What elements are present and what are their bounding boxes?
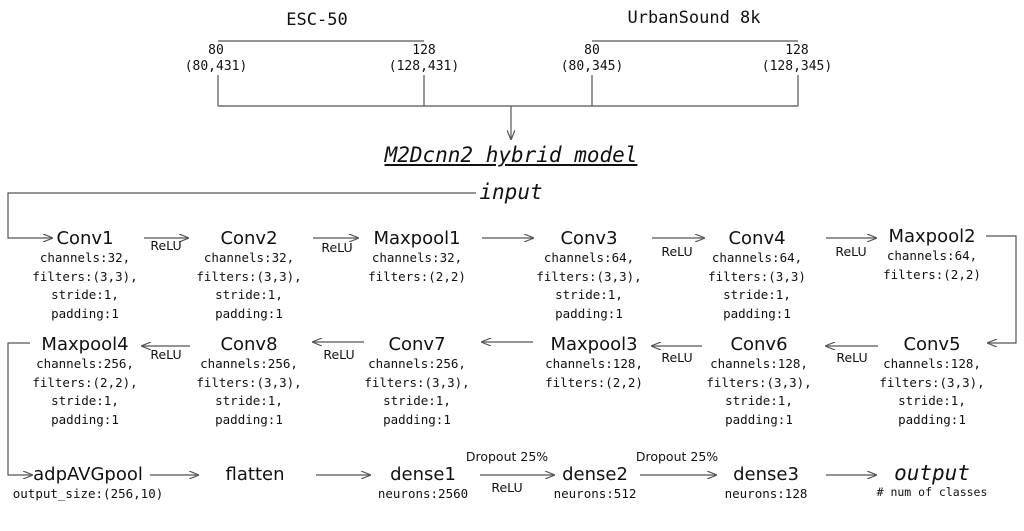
node-maxpool1: Maxpool1 channels:32, filters:(2,2) xyxy=(368,228,466,284)
relu-label-conv8-maxpool4: ReLU xyxy=(150,347,182,362)
esc50-size-128: 128 (128,431) xyxy=(388,43,460,74)
node-conv8: Conv8 channels:256, filters:(3,3), strid… xyxy=(196,334,302,427)
dataset-urbansound-title: UrbanSound 8k xyxy=(627,8,761,28)
node-output: output # num of classes xyxy=(876,461,988,499)
us8k-size-80: 80 (80,345) xyxy=(560,43,624,74)
node-conv6: Conv6 channels:128, filters:(3,3), strid… xyxy=(706,334,812,427)
node-conv4: Conv4 channels:64, filters:(3,3) stride:… xyxy=(708,228,806,321)
esc50-size-80: 80 (80,431) xyxy=(184,43,248,74)
node-adpavgpool: adpAVGpool output_size:(256,10) xyxy=(12,464,164,502)
model-title: M2Dcnn2 hybrid model xyxy=(384,143,638,167)
node-maxpool3: Maxpool3 channels:128, filters:(2,2) xyxy=(545,334,643,390)
node-conv3: Conv3 channels:64, filters:(3,3), stride… xyxy=(536,228,642,321)
node-maxpool4: Maxpool4 channels:256, filters:(2,2), st… xyxy=(32,334,138,427)
dropout-label-dense1-dense2: Dropout 25% xyxy=(465,449,549,464)
relu-label-conv5-conv6: ReLU xyxy=(836,350,868,365)
node-dense3: dense3 neurons:128 xyxy=(724,464,808,502)
node-dense1: dense1 neurons:2560 xyxy=(377,464,469,502)
relu-label-conv6-maxpool3: ReLU xyxy=(661,350,693,365)
node-maxpool2: Maxpool2 channels:64, filters:(2,2) xyxy=(883,226,981,282)
relu-label-conv2-maxpool1: ReLU xyxy=(321,240,353,255)
dropout-label-dense2-dense3: Dropout 25% xyxy=(635,449,719,464)
input-label: input xyxy=(479,180,543,204)
maxpool4-to-adpavgpool-arrow xyxy=(7,342,32,475)
node-conv5: Conv5 channels:128, filters:(3,3), strid… xyxy=(879,334,985,427)
relu-label-conv1-conv2: ReLU xyxy=(150,238,182,253)
input-to-conv1-arrow xyxy=(7,192,476,238)
maxpool2-to-conv5-arrow xyxy=(986,235,1017,343)
relu-label-dense1-dense2: ReLU xyxy=(491,480,523,495)
relu-label-conv4-maxpool2: ReLU xyxy=(835,244,867,259)
dataset-esc50-title: ESC-50 xyxy=(286,10,348,30)
us8k-size-128: 128 (128,345) xyxy=(761,43,833,74)
node-flatten: flatten xyxy=(225,464,285,485)
relu-label-conv7-conv8: ReLU xyxy=(323,347,355,362)
node-conv1: Conv1 channels:32, filters:(3,3), stride… xyxy=(32,228,138,321)
node-conv2: Conv2 channels:32, filters:(3,3), stride… xyxy=(196,228,302,321)
node-dense2: dense2 neurons:512 xyxy=(553,464,637,502)
node-conv7: Conv7 channels:256, filters:(3,3), strid… xyxy=(364,334,470,427)
relu-label-conv3-conv4: ReLU xyxy=(661,244,693,259)
